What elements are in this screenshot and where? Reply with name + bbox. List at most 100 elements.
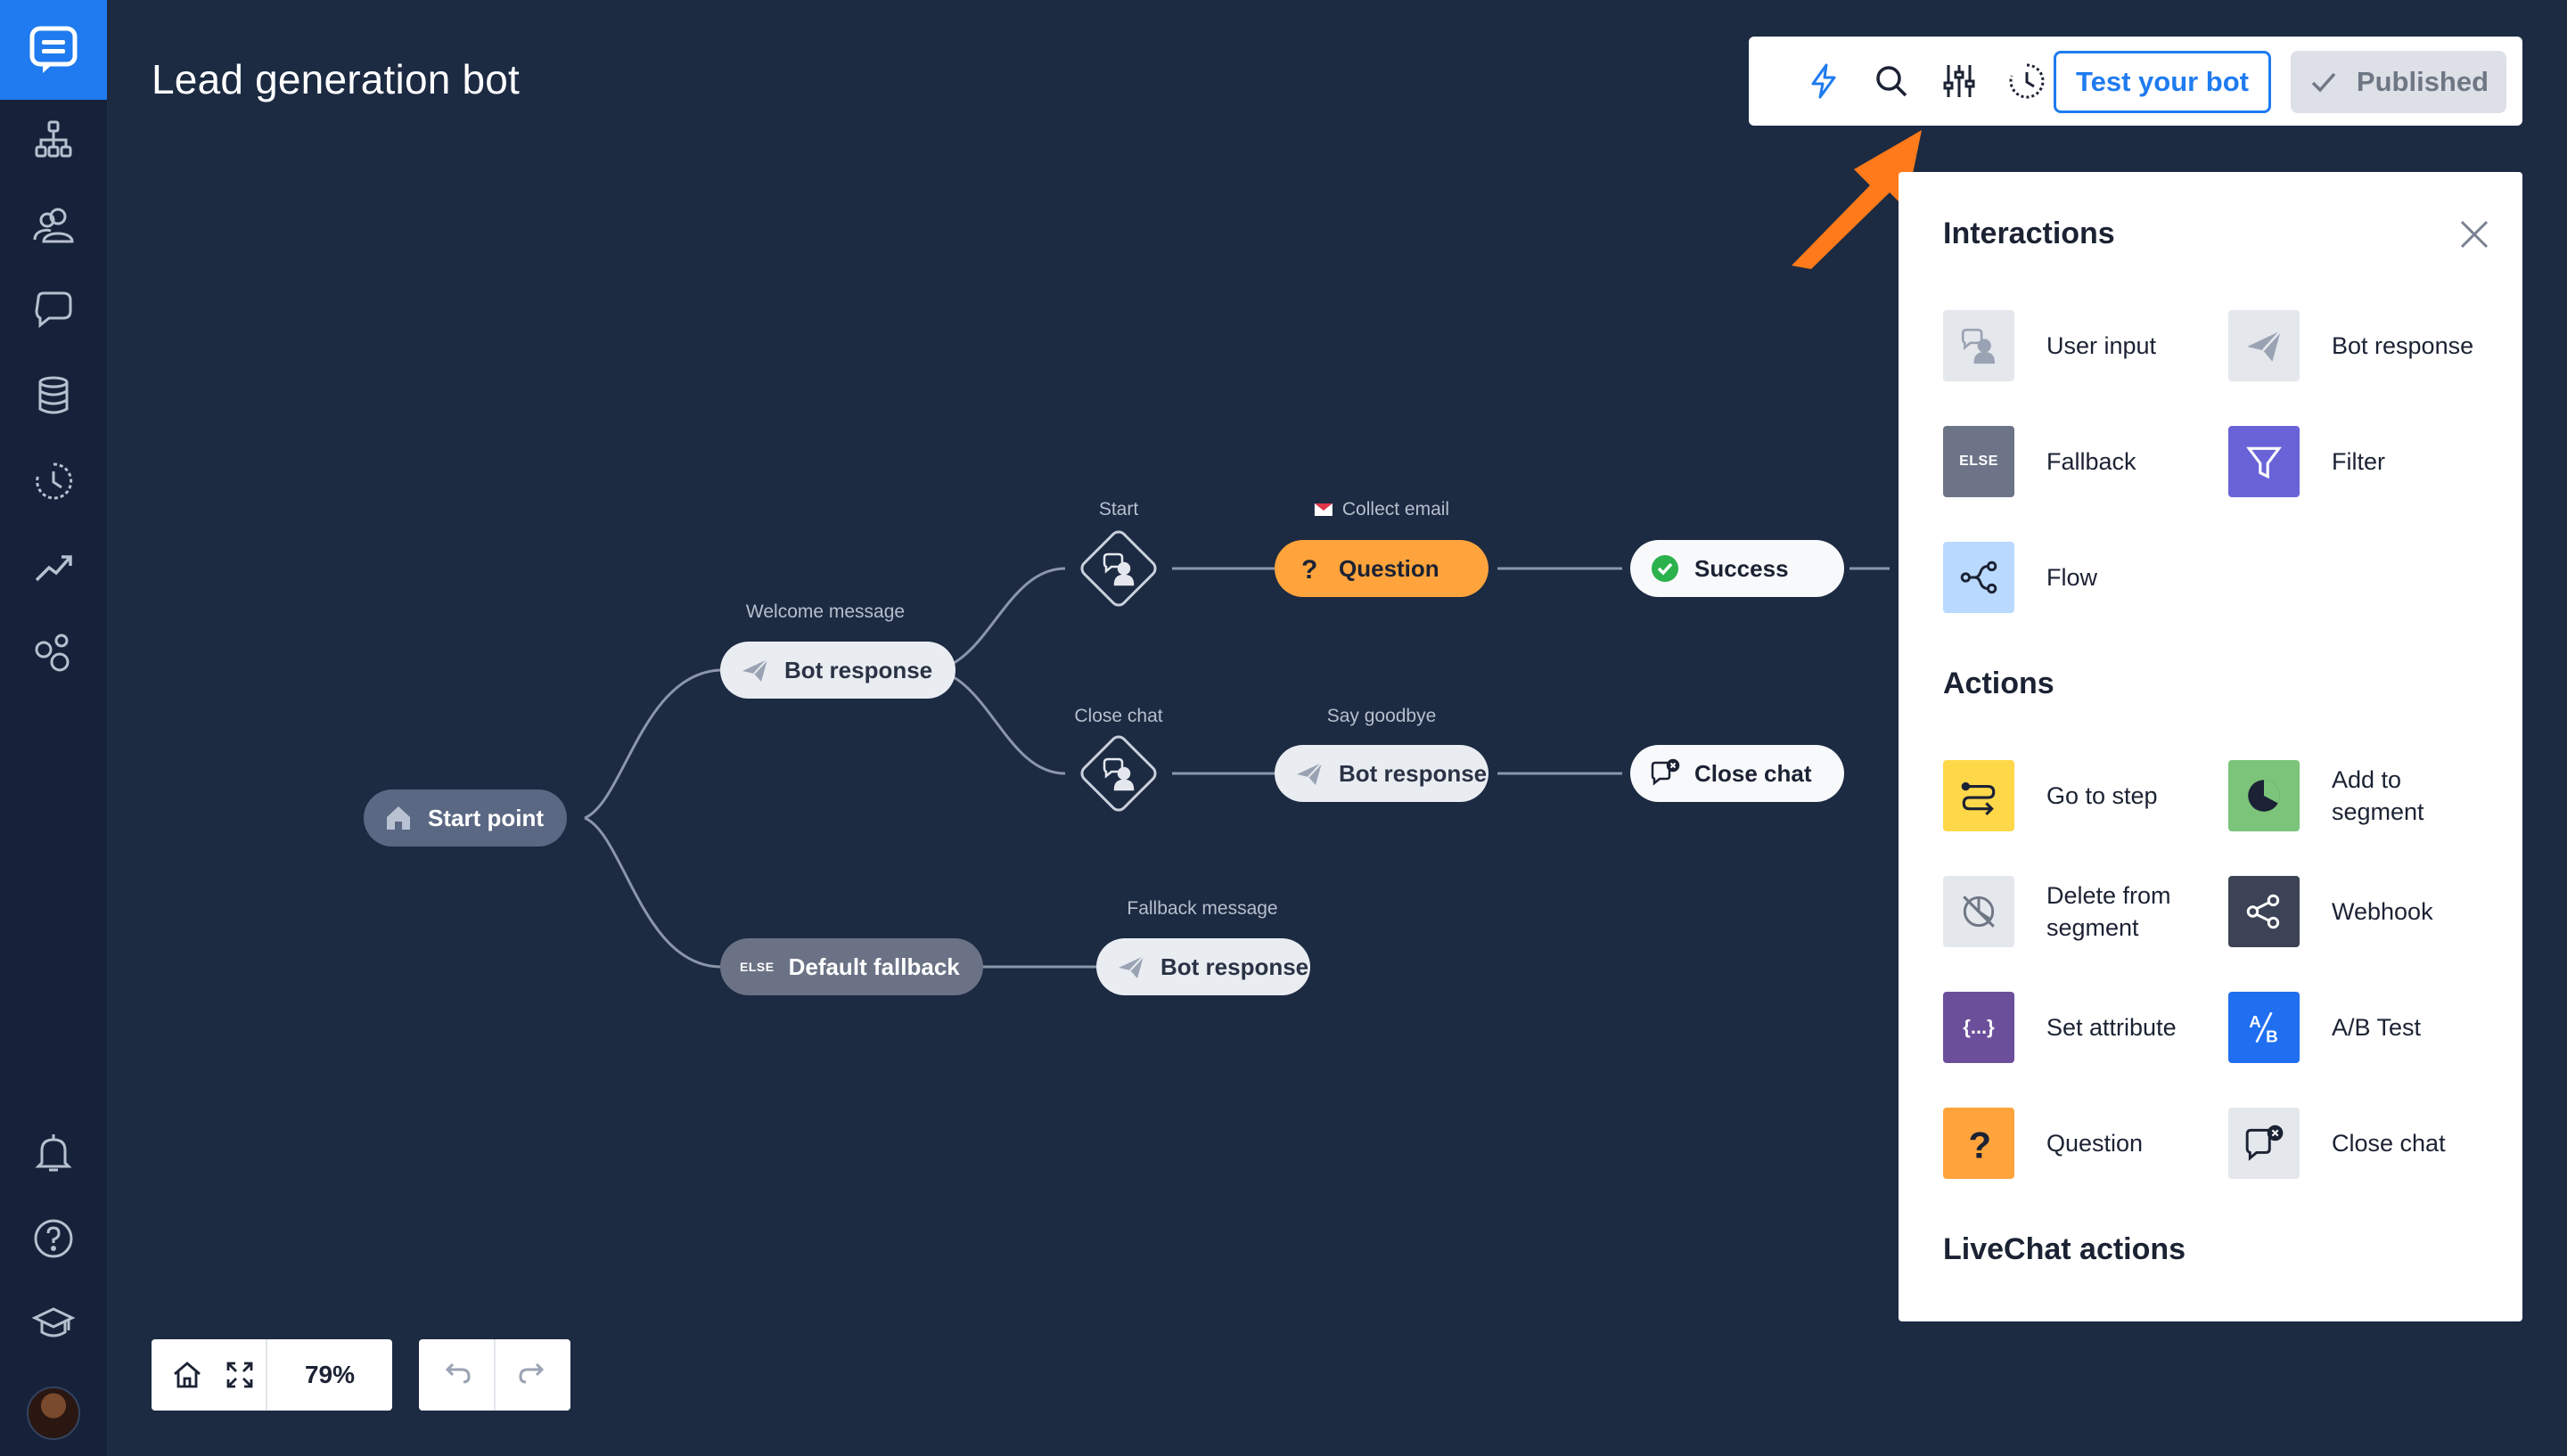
paper-plane-icon	[1297, 762, 1323, 785]
tile-set-attribute[interactable]: {...} Set attribute	[1943, 987, 2210, 1067]
email-icon	[1314, 503, 1333, 516]
say-goodbye-node[interactable]: Bot response	[1275, 745, 1489, 802]
tile-webhook[interactable]: Webhook	[2228, 871, 2496, 952]
settings-button[interactable]	[1934, 56, 1984, 106]
expand-icon	[226, 1362, 253, 1388]
filter-icon	[2228, 426, 2300, 497]
flow-connectors	[584, 567, 1890, 969]
close-chat-icon	[2228, 1108, 2300, 1179]
welcome-caption: Welcome message	[745, 601, 906, 622]
sidebar-item-data[interactable]	[0, 360, 107, 431]
test-bot-button[interactable]: Test your bot	[2054, 51, 2271, 113]
paper-plane-icon	[2228, 310, 2300, 381]
start-point-node[interactable]: Start point	[364, 789, 567, 847]
redo-icon	[519, 1362, 545, 1384]
tile-label: Bot response	[2332, 331, 2474, 359]
tile-bot-response[interactable]: Bot response	[2228, 306, 2496, 386]
user-input-icon	[1103, 757, 1135, 791]
zoom-level[interactable]: 79%	[267, 1339, 392, 1411]
close-chat-node[interactable]: Close chat	[1630, 745, 1844, 802]
tile-label: Webhook	[2332, 897, 2433, 925]
interactions-title: Interactions	[1943, 217, 2115, 250]
paper-plane-icon	[742, 658, 768, 682]
say-goodbye-caption: Say goodbye	[1326, 706, 1437, 726]
tile-label: Filter	[2332, 447, 2385, 475]
say-goodbye-node-label: Bot response	[1339, 759, 1488, 787]
lightning-icon	[1811, 63, 1836, 99]
else-badge: ELSE	[740, 960, 775, 974]
close-icon[interactable]	[2456, 217, 2492, 252]
undo-icon	[445, 1362, 471, 1384]
sidebar-item-history[interactable]	[0, 446, 107, 517]
collect-email-caption: Collect email	[1341, 499, 1450, 519]
fallback-bot-response-node[interactable]: Bot response	[1096, 938, 1310, 995]
close-input-caption: Close chat	[1074, 706, 1163, 726]
tile-question[interactable]: ? Question	[1943, 1103, 2210, 1183]
tile-label: Flow	[2046, 563, 2098, 591]
segment-icon	[2228, 760, 2300, 831]
pointer-arrow-icon	[1792, 130, 1922, 269]
goto-icon	[1943, 760, 2014, 831]
success-node[interactable]: Success	[1630, 540, 1844, 597]
undo-button[interactable]	[419, 1339, 496, 1411]
tile-user-input[interactable]: User input	[1943, 306, 2210, 386]
zoom-value: 79%	[304, 1361, 356, 1388]
sidebar-item-help[interactable]	[0, 1203, 107, 1274]
attribute-badge: {...}	[1963, 1016, 1995, 1038]
question-node[interactable]: ? Question	[1275, 540, 1489, 597]
chat-icon	[35, 291, 72, 329]
sidebar-item-chats[interactable]	[0, 274, 107, 346]
else-badge: ELSE	[1959, 454, 1998, 469]
svg-text:?: ?	[1969, 1125, 1992, 1164]
history-button[interactable]	[2002, 56, 2052, 106]
database-icon	[38, 376, 69, 414]
actions-title: Actions	[1943, 667, 2054, 700]
check-icon	[2311, 72, 2336, 93]
top-toolbar: Test your bot Published	[1749, 37, 2522, 126]
user-input-icon	[1943, 310, 2014, 381]
start-input-caption: Start	[1098, 499, 1139, 519]
default-fallback-node[interactable]: ELSE Default fallback	[720, 938, 983, 995]
sitemap-icon	[35, 120, 72, 158]
tile-close-chat[interactable]: Close chat	[2228, 1103, 2496, 1183]
sidebar-item-bots[interactable]	[0, 103, 107, 175]
fallback-msg-node-label: Bot response	[1160, 953, 1309, 980]
sidebar-item-reports[interactable]	[0, 531, 107, 602]
tile-label: A/B Test	[2332, 1013, 2422, 1041]
welcome-node-label: Bot response	[784, 656, 933, 683]
else-icon: ELSE	[1943, 426, 2014, 497]
published-label: Published	[2356, 66, 2489, 97]
avatar[interactable]	[27, 1386, 80, 1440]
lightning-button[interactable]	[1799, 56, 1849, 106]
search-button[interactable]	[1866, 56, 1916, 106]
fallback-message-caption: Fallback message	[1127, 898, 1278, 919]
tile-filter[interactable]: Filter	[2228, 421, 2496, 502]
bell-icon	[35, 1134, 72, 1172]
bubbles-icon	[35, 634, 70, 672]
tile-delete-from-segment[interactable]: Delete from segment	[1943, 871, 2210, 952]
question-icon: ?	[1943, 1108, 2014, 1179]
published-button[interactable]: Published	[2291, 51, 2506, 113]
tile-go-to-step[interactable]: Go to step	[1943, 756, 2210, 836]
sidebar-item-integrations[interactable]	[0, 617, 107, 688]
redo-button[interactable]	[496, 1339, 570, 1411]
sidebar	[0, 0, 107, 1456]
graduation-icon	[31, 1307, 76, 1337]
segment-remove-icon	[1943, 876, 2014, 947]
sidebar-item-notifications[interactable]	[0, 1117, 107, 1189]
chat-logo-icon	[29, 26, 78, 73]
home-button[interactable]	[160, 1339, 214, 1411]
app-logo[interactable]	[0, 0, 107, 100]
welcome-bot-response-node[interactable]: Bot response	[720, 642, 956, 699]
sidebar-item-users[interactable]	[0, 189, 107, 260]
tile-fallback[interactable]: ELSE Fallback	[1943, 421, 2210, 502]
flow-canvas[interactable]: Start point Welcome message Bot response…	[107, 143, 1890, 1301]
tile-add-to-segment[interactable]: Add to segment	[2228, 756, 2496, 836]
sidebar-item-academy[interactable]	[0, 1288, 107, 1360]
home-icon	[174, 1362, 201, 1388]
fit-screen-button[interactable]	[214, 1339, 267, 1411]
tile-label: Delete from segment	[2046, 881, 2171, 941]
collect-email-caption-wrap: Collect email	[1314, 499, 1449, 520]
tile-flow[interactable]: Flow	[1943, 537, 2210, 618]
